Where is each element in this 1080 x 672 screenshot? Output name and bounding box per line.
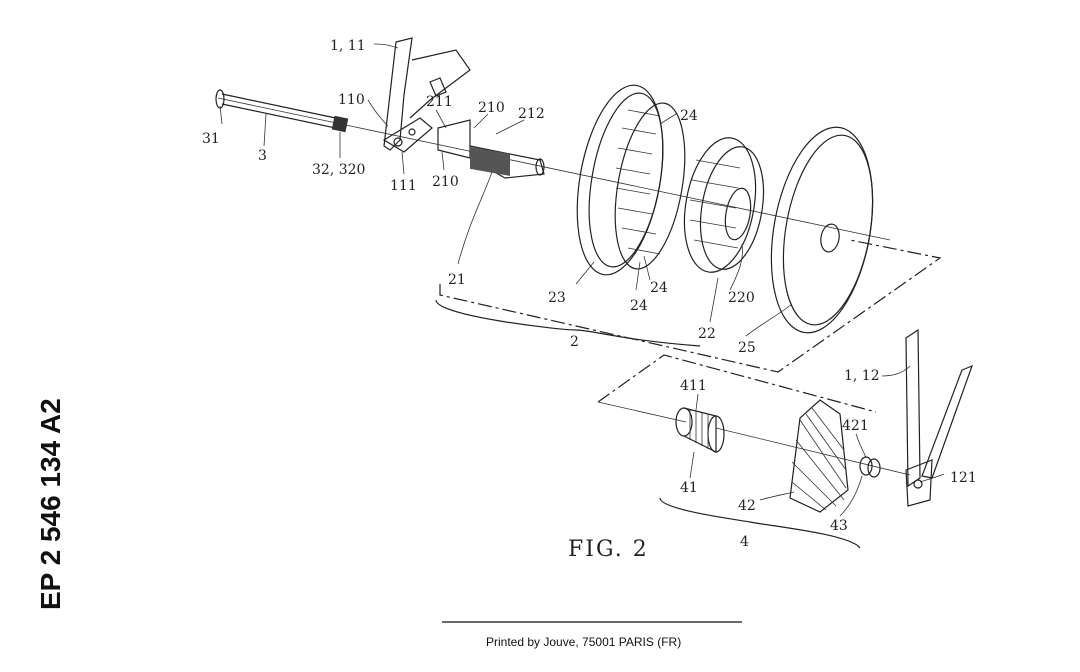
label-32-320: 32, 320	[312, 162, 365, 178]
publication-number: EP 2 546 134 A2	[35, 398, 66, 610]
label-212: 212	[518, 106, 545, 122]
label-43: 43	[830, 518, 848, 534]
leader-lines	[219, 43, 945, 517]
alignment-line-lower	[597, 354, 877, 413]
label-42: 42	[738, 498, 756, 514]
freewheel-body	[675, 407, 725, 453]
figure-title: FIG. 2	[568, 537, 649, 562]
label-4: 4	[740, 534, 749, 550]
label-41: 41	[680, 480, 698, 496]
label-411: 411	[680, 378, 707, 394]
label-31: 31	[202, 131, 220, 147]
alignment-line-upper	[439, 239, 942, 373]
frame-dropout-left	[382, 37, 471, 153]
label-2: 2	[570, 334, 579, 350]
label-421: 421	[842, 418, 869, 434]
main-axis-line	[217, 97, 891, 241]
label-25: 25	[738, 340, 756, 356]
reference-labels: 1, 11 110 111 31 3 32, 320 211 210 212 2…	[202, 38, 977, 550]
label-210-top: 210	[478, 100, 505, 116]
threaded-section	[331, 115, 349, 133]
motor-housing	[576, 84, 686, 276]
label-23: 23	[548, 290, 566, 306]
label-121: 121	[950, 470, 977, 486]
group-brace-2	[435, 299, 701, 347]
cover-plate	[770, 126, 874, 334]
label-220: 220	[728, 290, 755, 306]
printer-footer: Printed by Jouve, 75001 PARIS (FR)	[486, 635, 681, 649]
label-24-bottom: 24	[630, 298, 648, 314]
group-brace-4	[659, 497, 861, 549]
label-22: 22	[698, 326, 716, 342]
label-24-mid: 24	[650, 280, 668, 296]
stator-coil	[683, 137, 765, 273]
label-1-12: 1, 12	[844, 368, 880, 384]
label-21: 21	[448, 272, 466, 288]
label-24-top: 24	[680, 108, 698, 124]
label-110: 110	[338, 92, 365, 108]
label-1-11: 1, 11	[330, 38, 366, 54]
label-3: 3	[258, 148, 267, 164]
label-111: 111	[390, 178, 417, 194]
sprocket-cassette	[789, 399, 849, 513]
hub-shaft	[437, 119, 545, 179]
label-210-bottom: 210	[432, 174, 459, 190]
label-211: 211	[426, 94, 453, 110]
axle-shaft	[215, 89, 346, 131]
